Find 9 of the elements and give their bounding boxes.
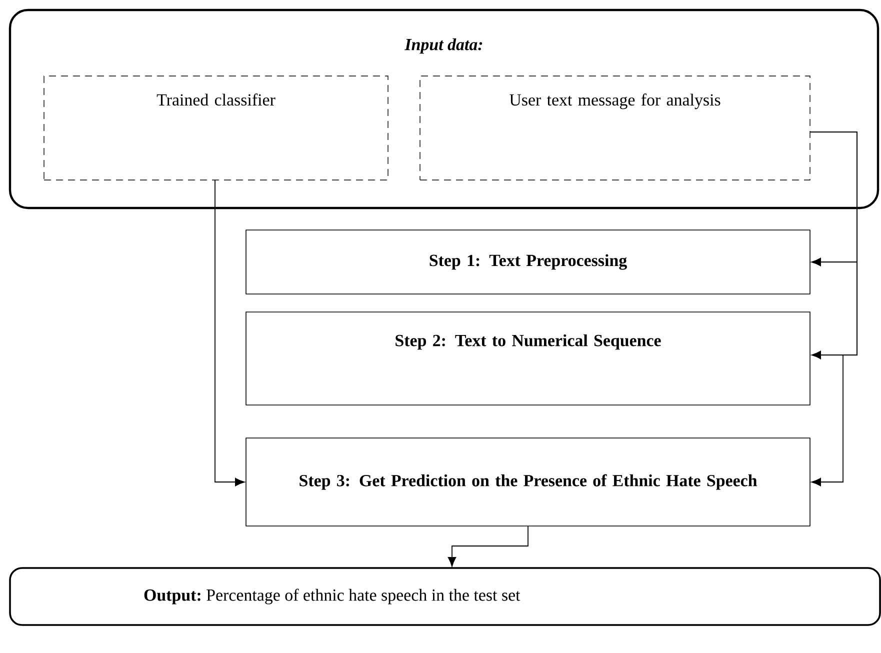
output-box: Output: Percentage of ethnic hate speech in the test set (9, 567, 881, 626)
process-box: Step 2: Text to Numerical Sequence (246, 312, 810, 406)
process-box: Step 1: Text Preprocessing (246, 230, 810, 294)
arrow (448, 526, 528, 567)
input-box: User text message for analysis (420, 76, 810, 180)
arrow (810, 132, 858, 486)
arrow (214, 180, 245, 486)
input-box: Trained classifier (44, 76, 388, 180)
process-box: Step 3: Get Prediction on the Presence of Ethnic Hate Speech (246, 438, 810, 526)
